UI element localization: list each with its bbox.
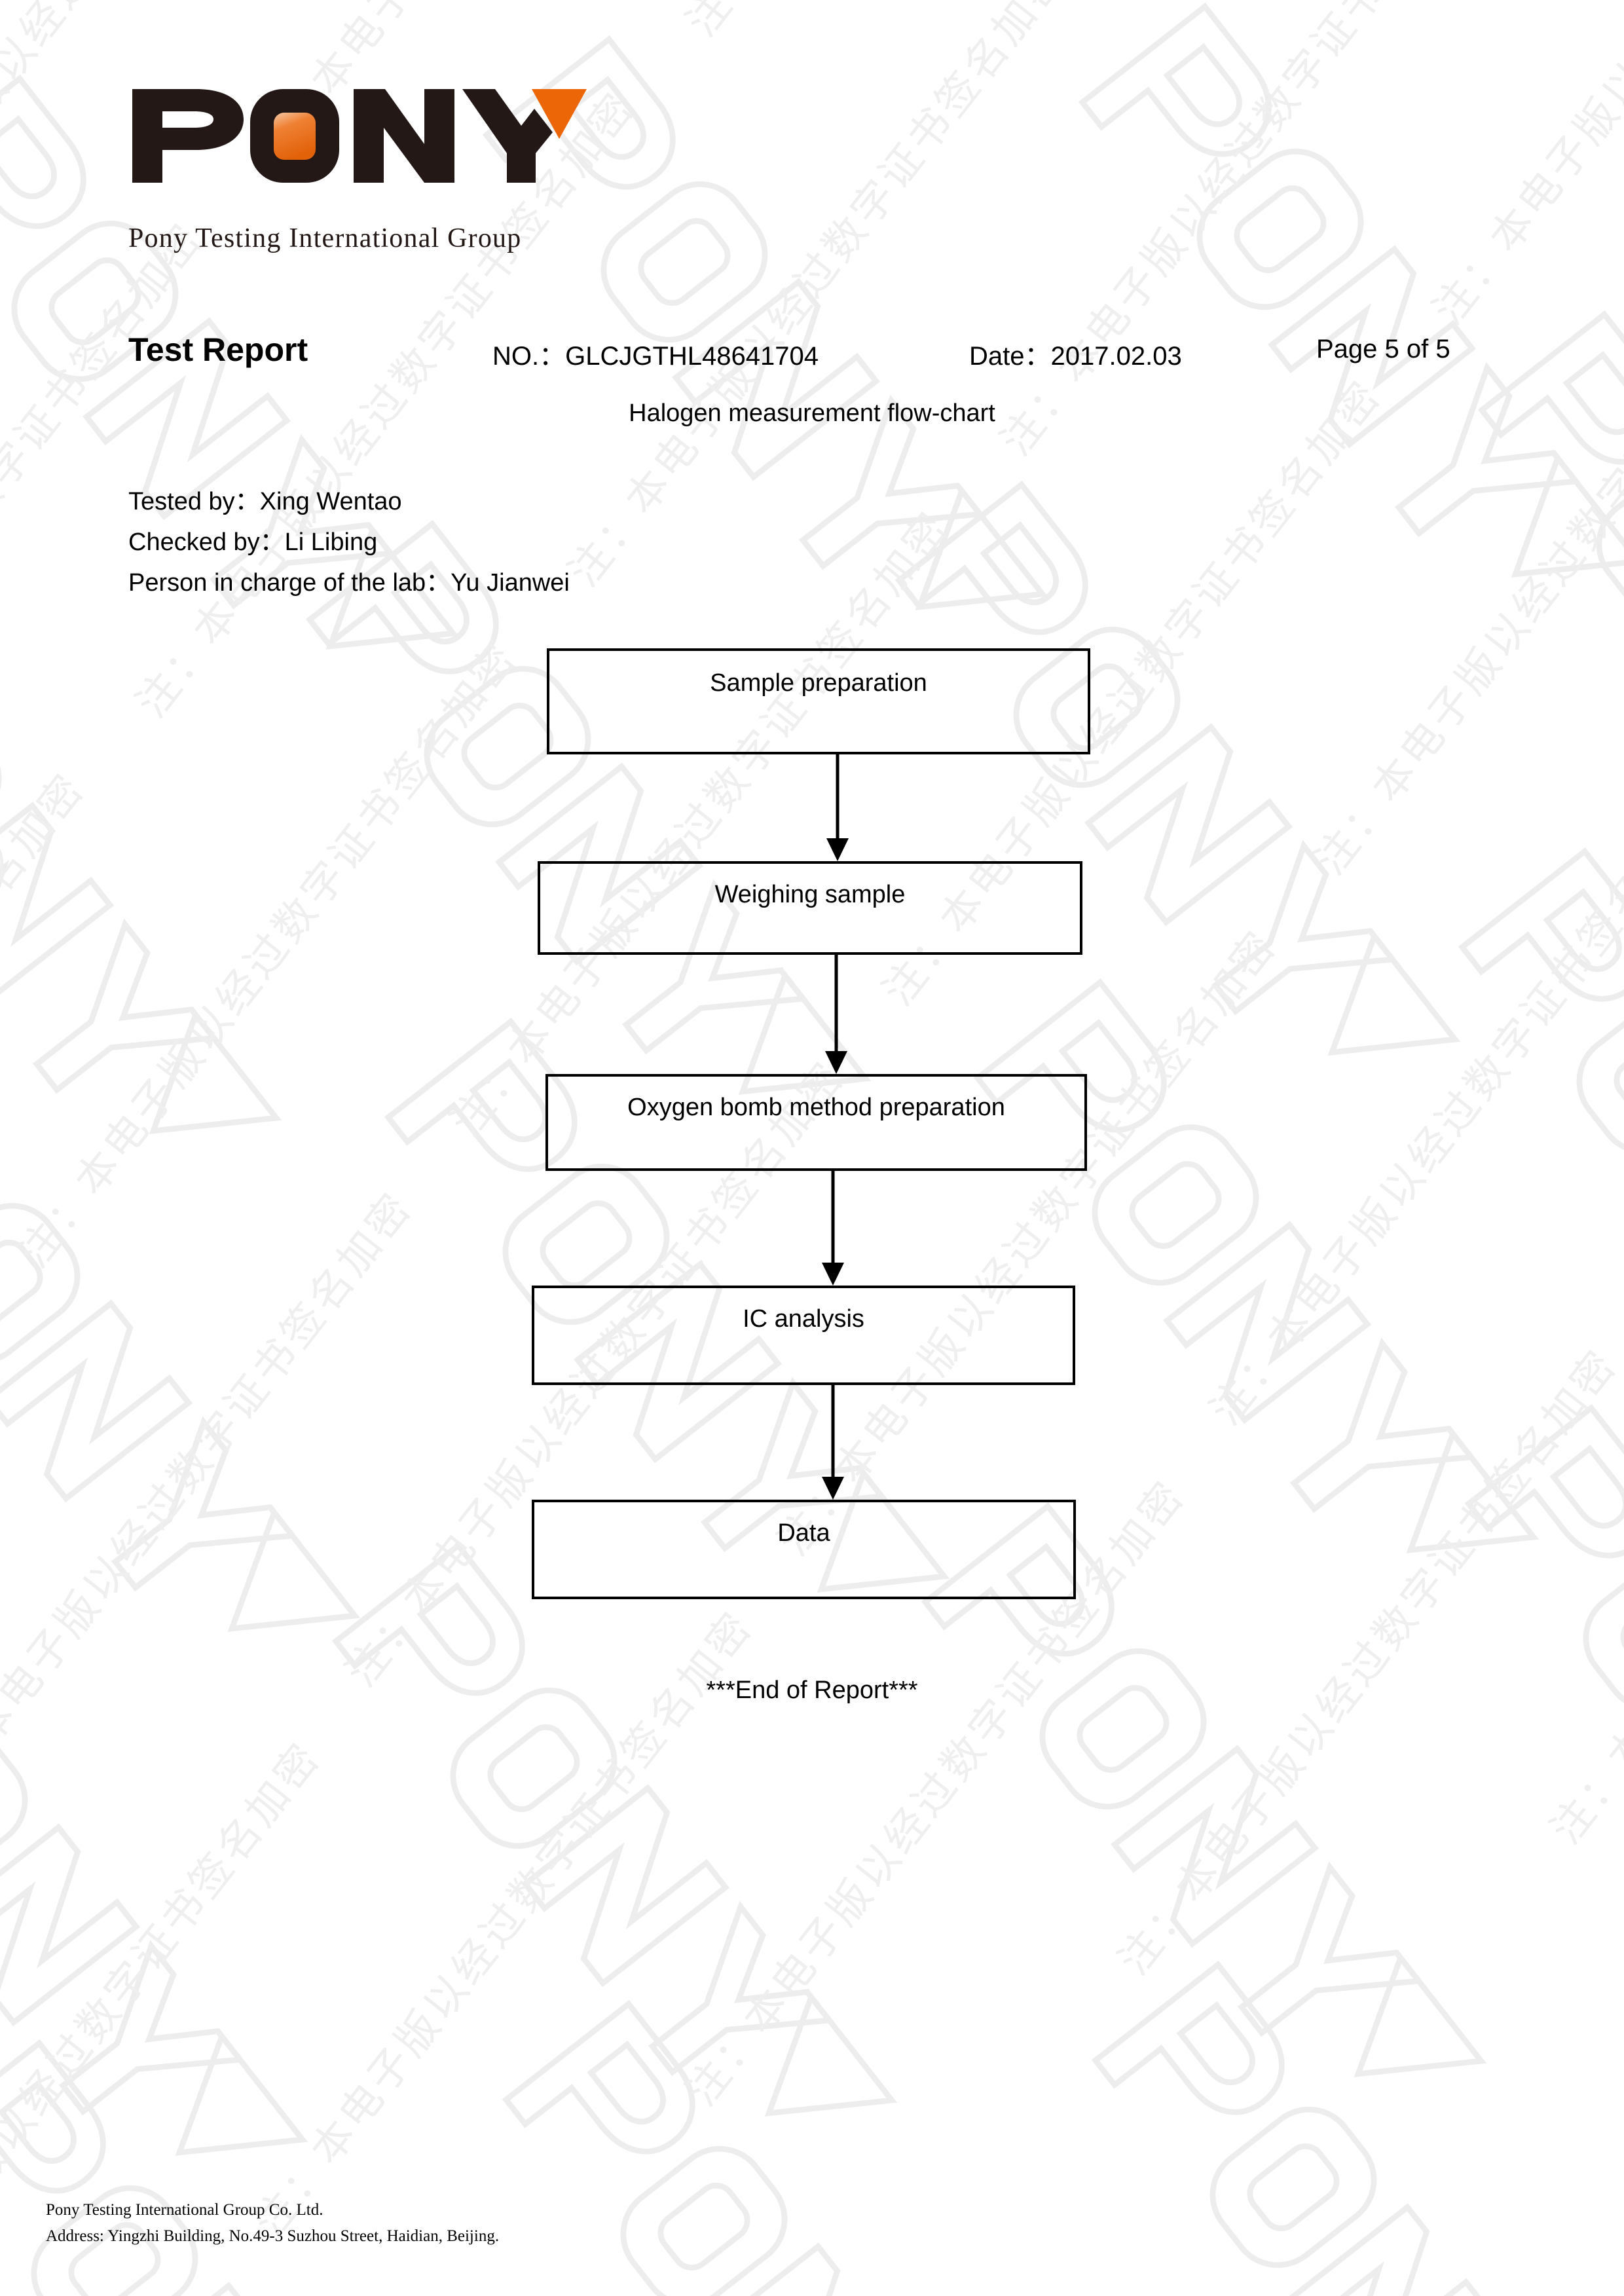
page-footer: Pony Testing International Group Co. Ltd… xyxy=(46,2197,499,2250)
flow-step-box: Data xyxy=(532,1500,1076,1599)
flow-step-box: IC analysis xyxy=(532,1286,1075,1385)
flow-step-box: Weighing sample xyxy=(538,861,1082,955)
end-of-report-note: ***End of Report*** xyxy=(706,1676,918,1704)
arrow-ic-to-data xyxy=(822,1385,844,1500)
flow-step-label: Sample preparation xyxy=(710,669,927,697)
flow-step-label: IC analysis xyxy=(743,1305,864,1333)
flow-step-box: Sample preparation xyxy=(547,648,1090,754)
flow-step-label: Oxygen bomb method preparation xyxy=(627,1094,1005,1121)
flow-step-label: Weighing sample xyxy=(714,881,906,908)
arrow-weighing-to-oxygen xyxy=(825,955,847,1074)
footer-company: Pony Testing International Group Co. Ltd… xyxy=(46,2201,323,2219)
arrow-sample-to-weighing xyxy=(826,754,849,861)
arrow-oxygen-to-ic xyxy=(822,1171,844,1286)
footer-address: Address: Yingzhi Building, No.49-3 Suzho… xyxy=(46,2227,500,2245)
flow-step-label: Data xyxy=(777,1519,830,1547)
flow-step-box: Oxygen bomb method preparation xyxy=(545,1074,1087,1171)
